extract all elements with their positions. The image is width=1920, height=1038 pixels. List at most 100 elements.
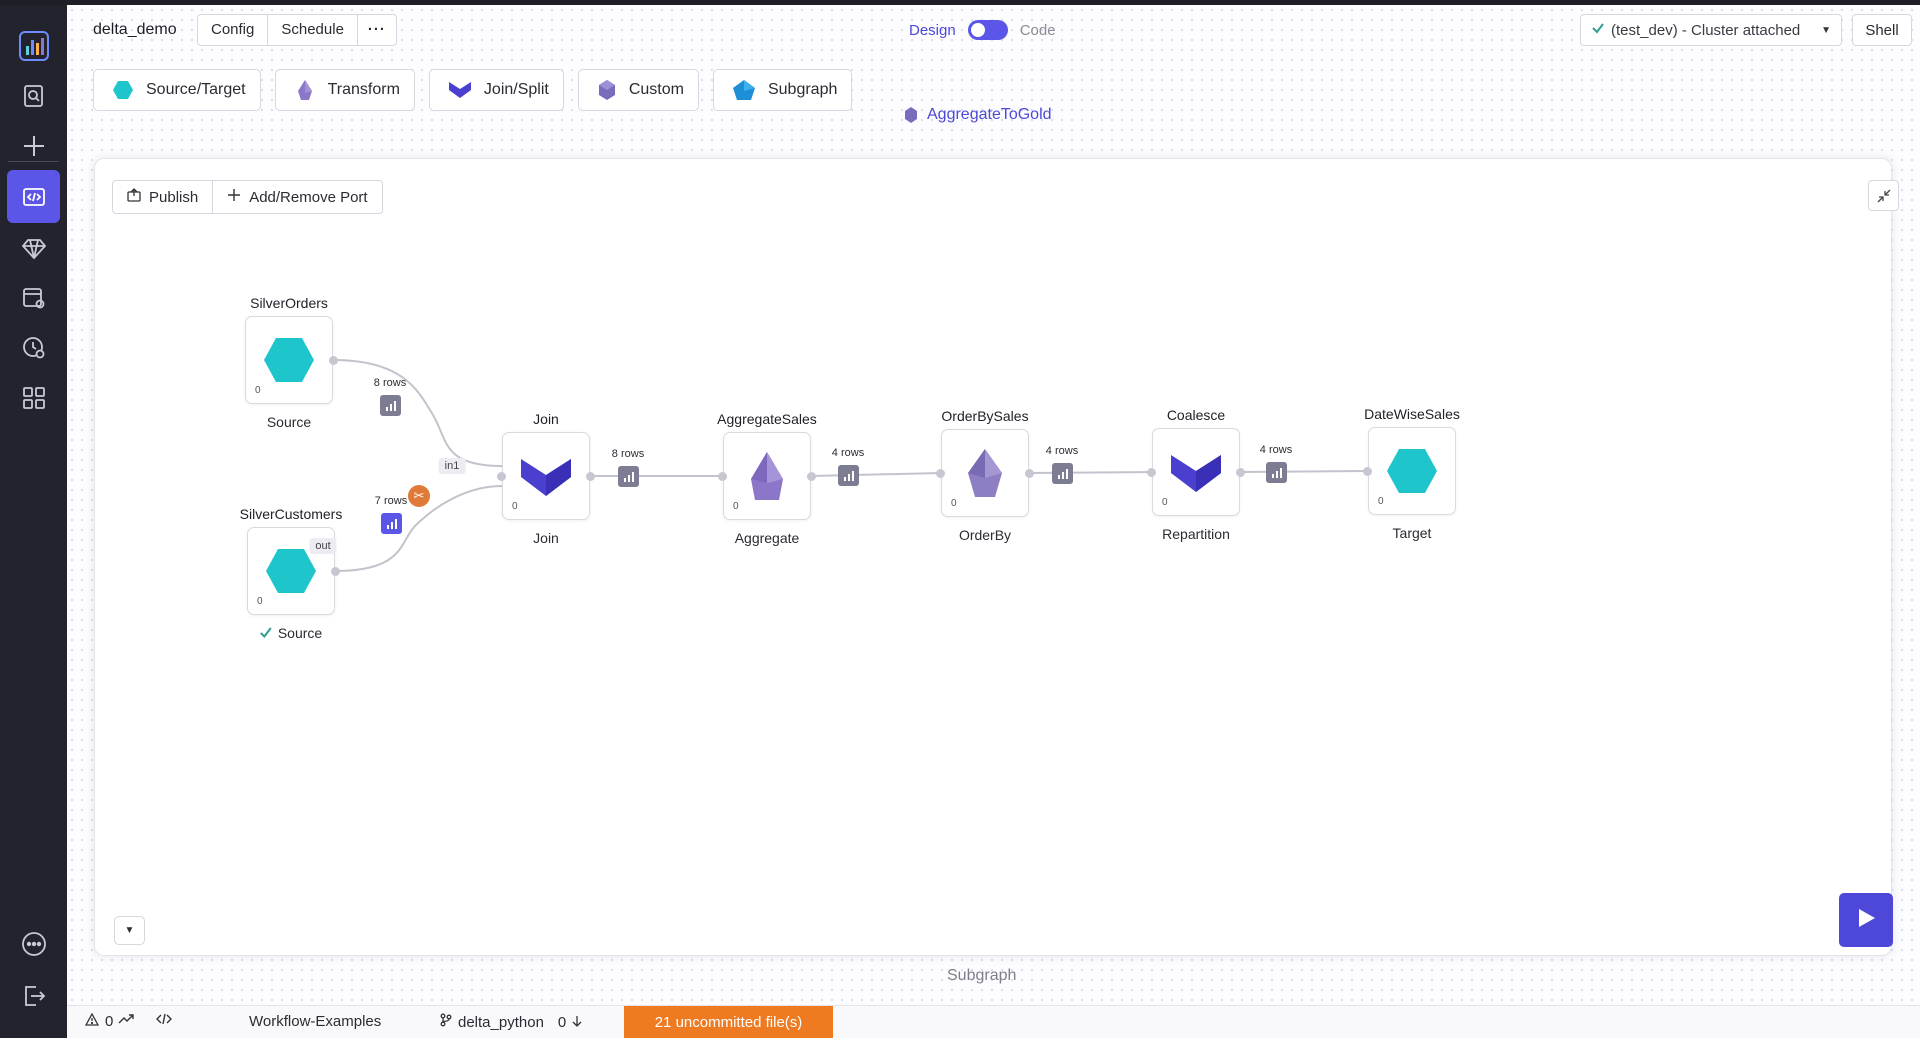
- warnings-indicator[interactable]: 0: [84, 1012, 114, 1030]
- palette-transform-button[interactable]: Transform: [274, 69, 415, 111]
- more-options-icon[interactable]: [7, 917, 60, 970]
- add-icon[interactable]: [7, 119, 60, 172]
- design-code-toggle[interactable]: [967, 20, 1008, 40]
- plus-icon: [227, 188, 241, 206]
- output-port[interactable]: [329, 356, 338, 365]
- schedule-button[interactable]: Schedule: [268, 15, 358, 45]
- subgraph-toolbar: Publish Add/Remove Port: [112, 180, 383, 214]
- window-top-border: [0, 0, 1920, 5]
- run-button[interactable]: [1839, 893, 1893, 947]
- record-count: 0: [255, 385, 261, 396]
- edge-line[interactable]: [1028, 471, 1153, 474]
- collapse-icon[interactable]: [1868, 180, 1899, 211]
- project-name: delta_demo: [93, 21, 177, 38]
- publish-label: Publish: [149, 188, 199, 206]
- monitor-settings-icon[interactable]: [7, 321, 60, 374]
- uncommitted-files-badge[interactable]: 21 uncommitted file(s): [624, 1006, 833, 1038]
- subgraph-caption: Subgraph: [947, 967, 1017, 984]
- shell-button[interactable]: Shell: [1852, 14, 1912, 46]
- row-count-label: 4 rows: [1045, 444, 1079, 457]
- row-count-label: 7 rows: [374, 495, 408, 507]
- data-preview-icon[interactable]: [381, 513, 402, 534]
- toggle-knob: [970, 23, 985, 37]
- data-preview-icon[interactable]: [838, 464, 859, 486]
- palette-join-split-button[interactable]: Join/Split: [428, 69, 564, 111]
- code-icon[interactable]: [156, 1013, 172, 1025]
- node-title: Join: [533, 411, 559, 427]
- record-count: 0: [733, 501, 739, 512]
- edge-line[interactable]: [810, 472, 942, 477]
- input-port[interactable]: [1363, 467, 1372, 476]
- cluster-label: (test_dev) - Cluster attached: [1611, 21, 1801, 39]
- node-title: SilverCustomers: [239, 506, 343, 522]
- project-name-status[interactable]: Workflow-Examples: [249, 1013, 382, 1030]
- subgraph-title-text: AggregateToGold: [927, 106, 1052, 123]
- palette-source-target-button[interactable]: Source/Target: [93, 69, 261, 111]
- node-coalesce[interactable]: 0: [1152, 428, 1240, 516]
- node-type-label: Target: [1392, 525, 1432, 541]
- behind-count: 0: [557, 1013, 567, 1031]
- node-target[interactable]: 0: [1368, 427, 1456, 515]
- top-header: delta_demo Config Schedule ··· Design Co…: [67, 5, 1920, 55]
- node-title: SilverOrders: [250, 295, 328, 311]
- publish-button[interactable]: Publish: [113, 181, 214, 213]
- gem-icon[interactable]: [7, 221, 60, 274]
- app-logo-icon[interactable]: [7, 19, 60, 72]
- data-preview-icon[interactable]: [618, 466, 639, 487]
- gem-palette: Source/Target Transform Join/Split Custo…: [93, 69, 853, 111]
- hexagon-icon: [263, 337, 315, 383]
- subgraph-gem-icon: [905, 107, 917, 123]
- edge-line[interactable]: [334, 485, 503, 572]
- output-port[interactable]: [1236, 468, 1245, 477]
- output-port[interactable]: [586, 472, 595, 481]
- palette-custom-button[interactable]: Custom: [577, 69, 699, 111]
- input-port[interactable]: [936, 469, 945, 478]
- edge-line[interactable]: [332, 359, 503, 467]
- data-preview-icon[interactable]: [1052, 462, 1073, 484]
- node-silver-orders[interactable]: 0: [245, 316, 333, 404]
- output-port[interactable]: [331, 567, 340, 576]
- header-button-group: Config Schedule ···: [197, 14, 397, 46]
- output-port[interactable]: [1025, 469, 1034, 478]
- config-button[interactable]: Config: [198, 15, 269, 45]
- node-aggregate[interactable]: 0: [723, 432, 811, 520]
- warning-count: 0: [105, 1013, 114, 1030]
- chevron-icon: [520, 455, 572, 497]
- code-mode-label[interactable]: Code: [1019, 21, 1056, 39]
- design-mode-label[interactable]: Design: [909, 21, 956, 39]
- scissors-icon[interactable]: ✂: [408, 485, 430, 507]
- arrow-down-icon: [572, 1014, 582, 1031]
- trend-icon[interactable]: [118, 1013, 134, 1025]
- palette-label: Custom: [628, 81, 684, 98]
- chevron-down-icon[interactable]: ▼: [114, 916, 145, 945]
- node-type-caption: Repartition: [1162, 526, 1230, 542]
- gem-icon: [294, 79, 316, 101]
- node-orderby[interactable]: 0: [941, 429, 1029, 517]
- input-port[interactable]: [497, 472, 506, 481]
- pentagon-icon: [732, 79, 756, 101]
- search-document-icon[interactable]: [7, 69, 60, 122]
- check-icon: [260, 625, 272, 641]
- branch-indicator[interactable]: delta_python 0: [440, 1013, 582, 1031]
- palette-subgraph-button[interactable]: Subgraph: [712, 69, 853, 111]
- add-remove-port-button[interactable]: Add/Remove Port: [213, 181, 381, 213]
- edge-line[interactable]: [1239, 470, 1369, 473]
- output-port[interactable]: [807, 472, 816, 481]
- apps-grid-icon[interactable]: [7, 371, 60, 424]
- pipeline-ide-icon[interactable]: [7, 170, 60, 223]
- node-type-caption: Join: [533, 530, 559, 546]
- record-count: 0: [951, 498, 957, 509]
- job-settings-icon[interactable]: [7, 271, 60, 324]
- input-port[interactable]: [1147, 468, 1156, 477]
- data-preview-icon[interactable]: [380, 395, 401, 416]
- node-title: AggregateSales: [717, 411, 817, 427]
- input-port[interactable]: [718, 472, 727, 481]
- more-menu-button[interactable]: ···: [367, 21, 386, 38]
- palette-label: Join/Split: [483, 81, 549, 98]
- data-preview-icon[interactable]: [1266, 461, 1287, 483]
- cluster-selector[interactable]: (test_dev) - Cluster attached ▼: [1580, 14, 1842, 46]
- logout-icon[interactable]: [7, 969, 60, 1022]
- node-join[interactable]: 0: [502, 432, 590, 520]
